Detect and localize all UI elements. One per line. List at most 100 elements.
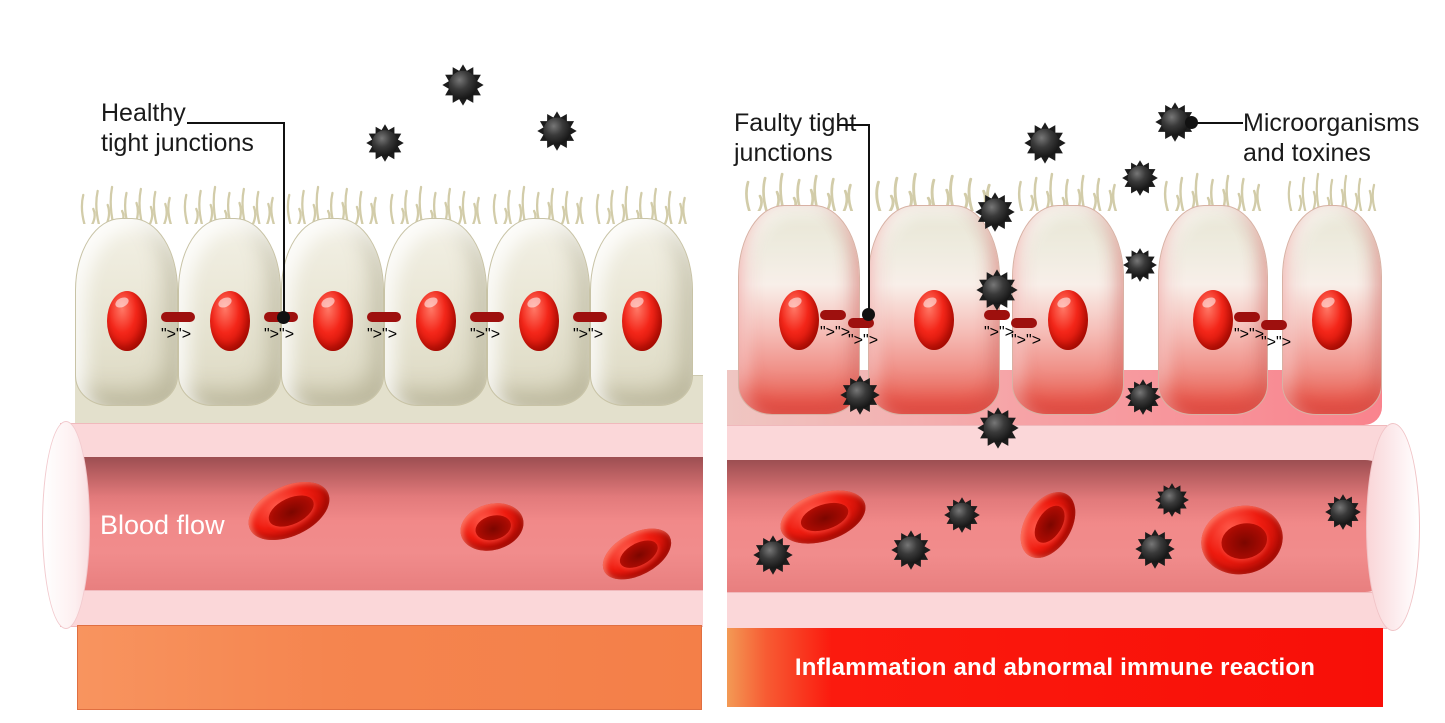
cilia-icon [1287, 172, 1377, 211]
nucleus-highlight [1200, 295, 1218, 310]
rbc-concave-center [1217, 518, 1270, 564]
nucleus-highlight [320, 295, 337, 311]
cell-body [1012, 205, 1124, 415]
healthy-vessel-wall-bottom [60, 590, 703, 627]
junction-bar [820, 310, 846, 320]
cell-nucleus [1048, 290, 1088, 351]
healthy-pointer-line-vertical [283, 122, 285, 318]
healthy-junctions-label-line2: tight junctions [101, 129, 254, 157]
microbe-icon [1121, 159, 1159, 197]
faulty-junctions-label: Faulty tight junctions [734, 108, 856, 168]
healthy-epithelial-cell [590, 185, 693, 406]
healthy-vessel-opening [42, 421, 90, 629]
microorganisms-label: Microorganisms and toxines [1243, 108, 1419, 168]
broken-tight-junction: ">"> [848, 318, 878, 350]
faulty-junctions-label-line2: junctions [734, 139, 833, 167]
cell-body [75, 218, 178, 406]
rbc-concave-center [263, 489, 319, 534]
nucleus-highlight [629, 295, 646, 311]
inflammation-band: Inflammation and abnormal immune reactio… [727, 628, 1383, 707]
microorganisms-pointer-dot [1185, 116, 1198, 129]
nucleus-highlight [423, 295, 440, 311]
cell-nucleus [914, 290, 954, 351]
leaky-vessel-wall-bottom [727, 592, 1387, 629]
broken-tight-junction: ">"> [984, 310, 1014, 342]
microbe-icon [1122, 247, 1158, 283]
rbc-concave-center [1028, 500, 1071, 548]
cell-body [1158, 205, 1268, 415]
broken-tight-junction: ">"> [1234, 312, 1264, 344]
broken-tight-junction: ">"> [1011, 318, 1041, 350]
faulty-pointer-dot [862, 308, 875, 321]
cell-nucleus [106, 291, 147, 352]
microbe-icon [365, 123, 405, 163]
faulty-pointer-line-vertical [868, 124, 870, 312]
cell-nucleus [1312, 290, 1352, 351]
nucleus-highlight [1055, 295, 1073, 310]
inflamed-epithelial-cell [1158, 172, 1268, 415]
inflamed-epithelial-cell [1282, 172, 1382, 415]
healthy-epithelial-cell [281, 185, 384, 406]
broken-tight-junction: ">"> [1261, 320, 1291, 352]
healthy-junctions-label: Healthy tight junctions [101, 98, 254, 158]
junction-bar [1261, 320, 1287, 330]
microbe-icon [890, 529, 932, 571]
microbe-icon [536, 110, 578, 152]
cell-nucleus [209, 291, 250, 352]
junction-bar [161, 312, 195, 322]
junction-bar [984, 310, 1010, 320]
cell-body [1282, 205, 1382, 415]
healthy-junctions-label-line1: Healthy [101, 99, 186, 127]
healthy-epithelial-cell [75, 185, 178, 406]
cell-body [384, 218, 487, 406]
microbe-icon [1154, 482, 1190, 518]
microorganisms-pointer-line [1197, 122, 1243, 124]
microorganisms-label-line1: Microorganisms [1243, 109, 1420, 137]
healthy-tight-junction: ">"> [367, 312, 401, 344]
microbe-icon [976, 406, 1020, 450]
healthy-vessel-blood [60, 457, 703, 590]
cell-body [590, 218, 693, 406]
faulty-junctions-label-line1: Faulty tight [734, 109, 857, 137]
cell-nucleus [518, 291, 559, 352]
junction-bar [470, 312, 504, 322]
microbe-icon [943, 496, 981, 534]
healthy-vessel-wall-top [60, 423, 703, 459]
cell-body [281, 218, 384, 406]
broken-tight-junction: ">"> [820, 310, 850, 342]
cell-body [487, 218, 590, 406]
junction-bar [1234, 312, 1260, 322]
blood-flow-label: Blood flow [100, 510, 225, 540]
microorganisms-label-line2: and toxines [1243, 139, 1371, 167]
healthy-epithelial-cell [487, 185, 590, 406]
healthy-pointer-line-horizontal [187, 122, 284, 124]
inflamed-epithelial-cell [1012, 172, 1124, 415]
nucleus-highlight [526, 295, 543, 311]
healthy-pointer-dot [277, 311, 290, 324]
microbe-icon [441, 63, 485, 107]
junction-bar [1011, 318, 1037, 328]
cell-nucleus [312, 291, 353, 352]
microbe-icon [752, 534, 794, 576]
junction-bar [848, 318, 874, 328]
healthy-tight-junction: ">"> [573, 312, 607, 344]
nucleus-highlight [217, 295, 234, 311]
junction-bar [573, 312, 607, 322]
microbe-icon [1134, 528, 1176, 570]
healthy-epithelial-cell [384, 185, 487, 406]
microbe-icon [1324, 493, 1362, 531]
healthy-tissue-band [77, 625, 702, 710]
nucleus-highlight [114, 295, 131, 311]
nucleus-highlight [921, 295, 939, 310]
cell-nucleus [415, 291, 456, 352]
leaky-vessel-wall-top [727, 425, 1387, 462]
cell-nucleus [1193, 290, 1233, 351]
microbe-icon [975, 268, 1019, 312]
nucleus-highlight [1319, 295, 1337, 310]
cell-nucleus [779, 290, 819, 351]
faulty-pointer-line-horizontal [838, 124, 869, 126]
nucleus-highlight [786, 295, 804, 310]
microbe-icon [1023, 121, 1067, 165]
inflamed-epithelial-cell [868, 172, 1000, 415]
